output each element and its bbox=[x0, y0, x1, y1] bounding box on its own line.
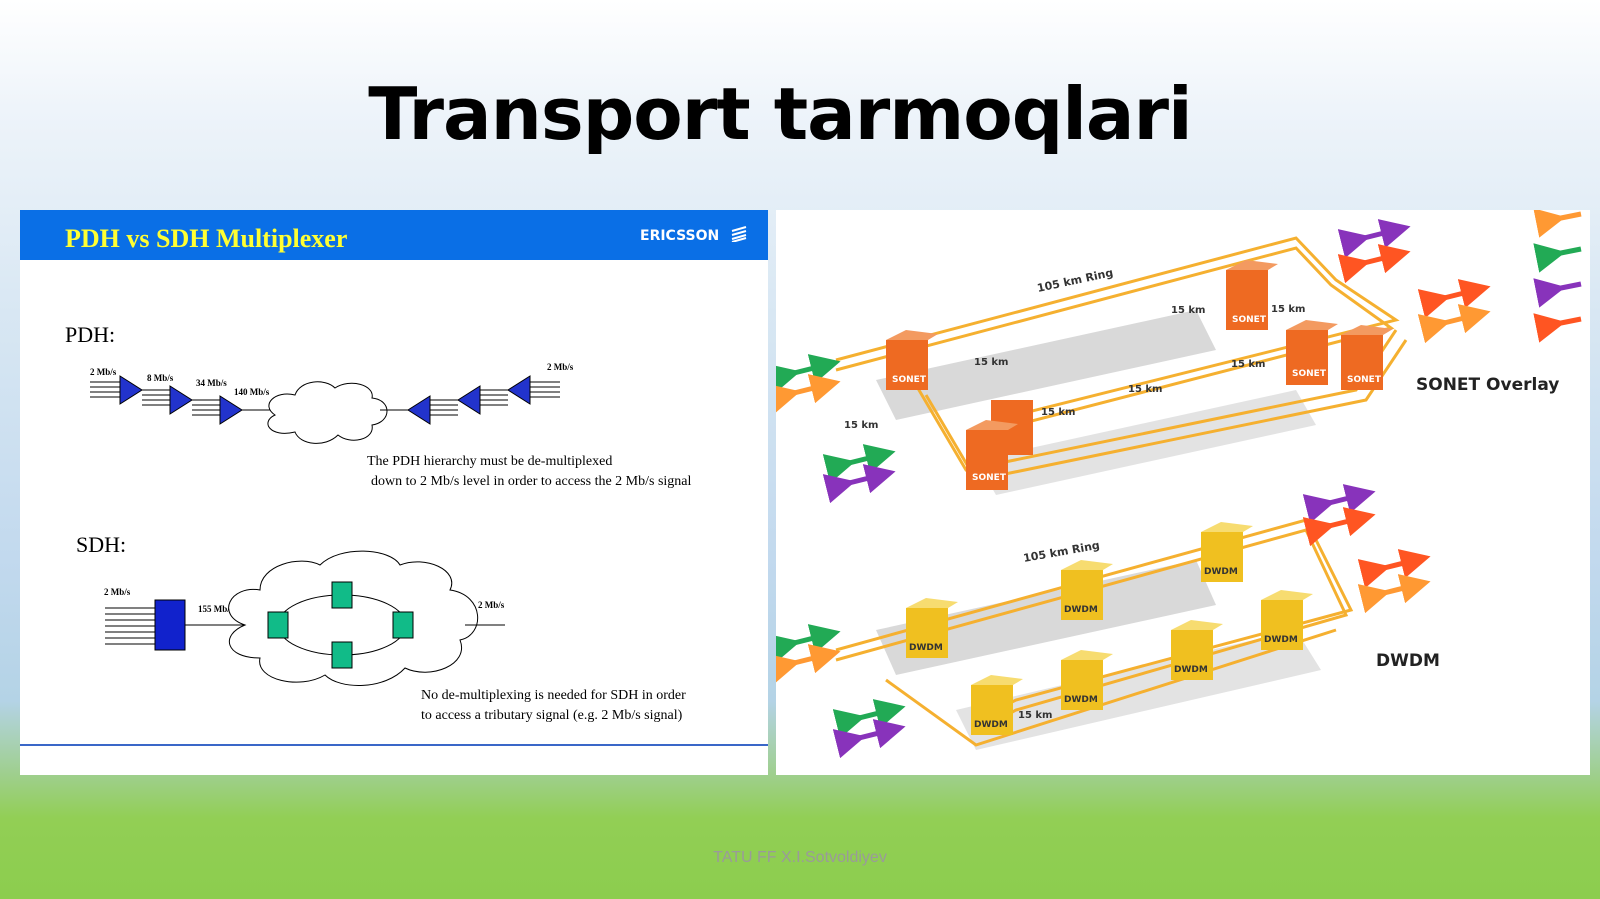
dwdm-node: DWDM bbox=[1261, 590, 1313, 650]
dwdm-floor bbox=[876, 560, 1216, 675]
sonet-span-label: 15 km bbox=[1128, 384, 1162, 395]
pdh-demux-stage-1 bbox=[407, 395, 458, 425]
pdh-demux-stage-2 bbox=[457, 385, 508, 415]
pdh-network-cloud bbox=[267, 381, 388, 444]
bidirectional-arrows bbox=[776, 210, 1582, 759]
sonet-dwdm-diagram: SONET SONET SONET SONET SONET 105 km Rin… bbox=[776, 210, 1582, 759]
sdh-network-cloud bbox=[228, 550, 479, 686]
sdh-note-line-2: to access a tributary signal (e.g. 2 Mb/… bbox=[421, 708, 683, 723]
sonet-node-mid-right: SONET bbox=[1286, 320, 1338, 385]
sdh-node-left bbox=[267, 611, 289, 639]
sdh-rate-2-right: 2 Mb/s bbox=[478, 600, 505, 610]
pdh-rate-2-right: 2 Mb/s bbox=[547, 362, 574, 372]
pdh-note-line-2: down to 2 Mb/s level in order to access … bbox=[371, 474, 692, 489]
pdh-note-line-1: The PDH hierarchy must be de-multiplexed bbox=[367, 454, 613, 469]
pdh-mux-stage-2 bbox=[142, 385, 193, 415]
dwdm-node-label: DWDM bbox=[1174, 665, 1208, 675]
sdh-tributary-lines bbox=[105, 607, 155, 645]
sonet-span-label: 15 km bbox=[1231, 359, 1265, 370]
sonet-node-top-right: SONET bbox=[1226, 260, 1278, 330]
sonet-span-label: 15 km bbox=[844, 420, 878, 431]
sonet-span-label: 15 km bbox=[1171, 305, 1205, 316]
dwdm-section: DWDM DWDM DWDM DWDM DWDM DWDM DWDM 105 k… bbox=[835, 518, 1440, 750]
footer-text: TATU FF X.I.Sotvoldiyev bbox=[713, 849, 887, 866]
dwdm-span-label: 15 km bbox=[1018, 710, 1052, 721]
sonet-overlay-title: SONET Overlay bbox=[1416, 375, 1559, 395]
sonet-node-label: SONET bbox=[892, 375, 927, 385]
ericsson-stripes-icon bbox=[731, 226, 747, 243]
pdh-sdh-panel: PDH vs SDH Multiplexer ERICSSON PDH: 2 M… bbox=[20, 210, 768, 775]
pdh-rate-2: 2 Mb/s bbox=[90, 367, 117, 377]
ericsson-logo: ERICSSON bbox=[640, 226, 748, 244]
sonet-span-label: 15 km bbox=[1041, 407, 1075, 418]
pdh-demux-stage-3 bbox=[507, 375, 560, 405]
sdh-rate-2-left: 2 Mb/s bbox=[104, 587, 131, 597]
dwdm-node-label: DWDM bbox=[1064, 605, 1098, 615]
slide-title: Transport tarmoqlari bbox=[368, 72, 1192, 156]
sdh-node-top bbox=[331, 581, 353, 609]
pdh-rate-140: 140 Mb/s bbox=[234, 387, 270, 397]
sonet-node-far-right: SONET bbox=[1341, 325, 1393, 390]
dwdm-node: DWDM bbox=[1061, 560, 1113, 620]
sonet-span-label: 15 km bbox=[974, 357, 1008, 368]
pdh-mux-stage-3 bbox=[192, 395, 270, 425]
sdh-diagram bbox=[105, 550, 505, 686]
sonet-node-left: SONET bbox=[886, 330, 938, 390]
sdh-node-right bbox=[392, 611, 414, 639]
dwdm-node: DWDM bbox=[1201, 522, 1253, 582]
banner-title: PDH vs SDH Multiplexer bbox=[65, 224, 348, 253]
panel-bottom-rule bbox=[20, 744, 768, 746]
sdh-note-line-1: No de-multiplexing is needed for SDH in … bbox=[421, 688, 686, 703]
sdh-node-bottom bbox=[331, 641, 353, 669]
sonet-dwdm-panel: SONET SONET SONET SONET SONET 105 km Rin… bbox=[776, 210, 1590, 775]
dwdm-title: DWDM bbox=[1376, 651, 1440, 671]
dwdm-node-label: DWDM bbox=[974, 720, 1008, 730]
sonet-section: SONET SONET SONET SONET SONET 105 km Rin… bbox=[835, 236, 1559, 495]
sonet-floor bbox=[876, 310, 1216, 420]
dwdm-node-label: DWDM bbox=[1064, 695, 1098, 705]
dwdm-node: DWDM bbox=[971, 675, 1023, 735]
sdh-label: SDH: bbox=[76, 532, 127, 557]
logo-text: ERICSSON bbox=[640, 228, 720, 244]
sonet-node-label: SONET bbox=[972, 473, 1007, 483]
pdh-mux-stage-1 bbox=[90, 375, 143, 405]
dwdm-node-label: DWDM bbox=[1264, 635, 1298, 645]
sonet-node-label: SONET bbox=[1347, 375, 1382, 385]
pdh-label: PDH: bbox=[65, 322, 116, 347]
dwdm-node-label: DWDM bbox=[909, 643, 943, 653]
sonet-node-bottom-left: SONET bbox=[966, 400, 1033, 490]
dwdm-node: DWDM bbox=[1061, 650, 1113, 710]
sonet-node-label: SONET bbox=[1292, 369, 1327, 379]
pdh-rate-34: 34 Mb/s bbox=[196, 378, 227, 388]
dwdm-node-label: DWDM bbox=[1204, 567, 1238, 577]
panel-banner: PDH vs SDH Multiplexer ERICSSON bbox=[20, 210, 768, 260]
sonet-span-label: 15 km bbox=[1271, 304, 1305, 315]
dwdm-node: DWDM bbox=[906, 598, 958, 658]
sonet-node-label: SONET bbox=[1232, 315, 1267, 325]
dwdm-node: DWDM bbox=[1171, 620, 1223, 680]
pdh-diagram bbox=[90, 375, 560, 444]
sdh-multiplexer bbox=[154, 599, 186, 651]
sdh-rate-155: 155 Mb/s bbox=[198, 604, 234, 614]
pdh-rate-8: 8 Mb/s bbox=[147, 373, 174, 383]
